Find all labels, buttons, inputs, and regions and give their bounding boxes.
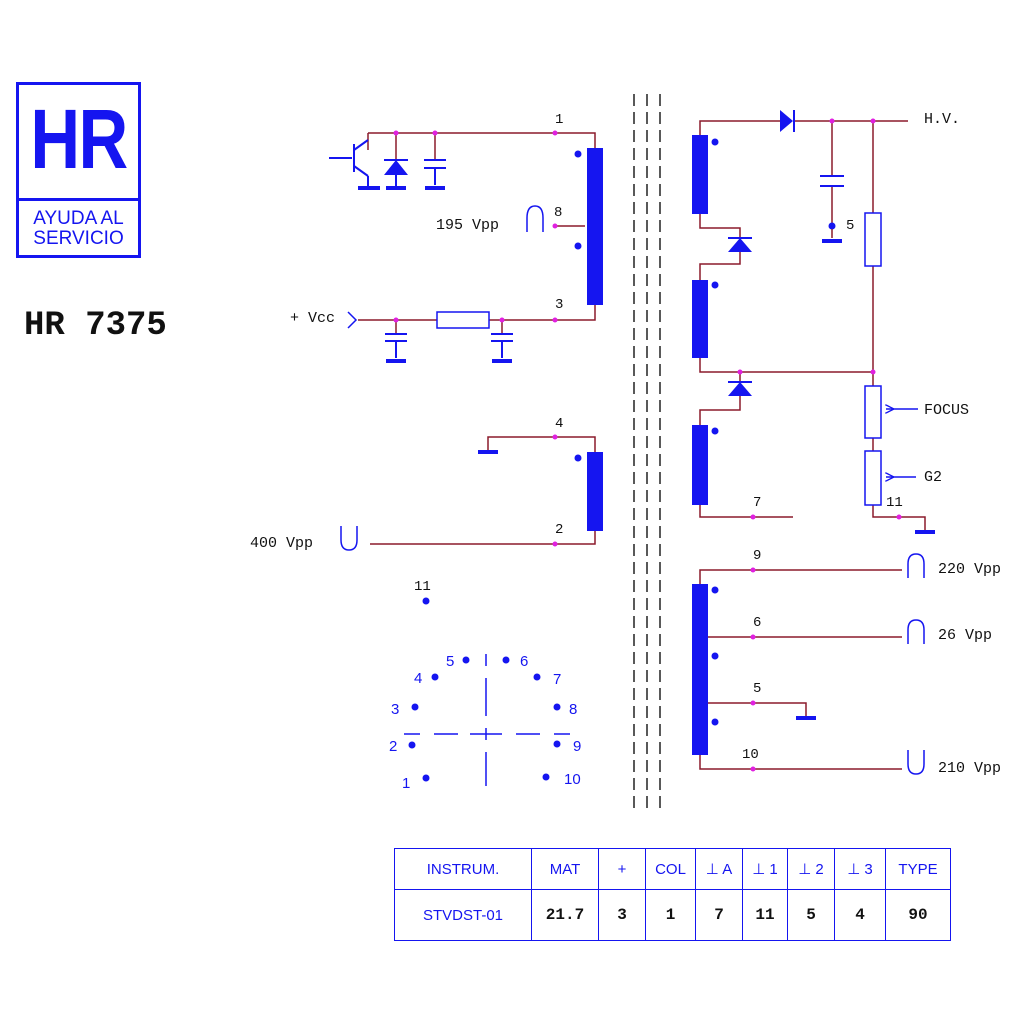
base-pin-label: 3 [391,701,399,718]
pin5-hv-dot [828,222,836,230]
transformer-core [633,94,661,812]
logo-letters: HR [30,92,128,186]
ground-bars [478,450,935,720]
base-pin-label: 8 [569,701,577,718]
value-type: 90 [885,889,951,941]
model-title: HR 7375 [24,307,167,345]
vcc-label: + Vcc [290,310,335,327]
pin-6-label: 6 [753,615,761,631]
base-pin-label: 2 [389,738,397,755]
value-col: 1 [645,889,696,941]
pulse-26-label: 26 Vpp [938,627,992,644]
pin-1-label: 1 [555,112,563,128]
header-plus: + [598,848,646,890]
switching-transistor [329,139,380,190]
spec-table-header-row: INSTRUM. MAT + COL ⊥ A ⊥ 1 ⊥ 2 ⊥ 3 TYPE [394,848,951,890]
resistors [436,212,882,506]
spec-table: INSTRUM. MAT + COL ⊥ A ⊥ 1 ⊥ 2 ⊥ 3 TYPE … [394,848,951,941]
value-mat: 21.7 [531,889,599,941]
header-instrum: INSTRUM. [394,848,532,890]
pin-8-label: 8 [554,205,562,221]
logo-caption-line1: AYUDA AL [33,208,124,229]
polarity-dots [574,138,719,726]
value-ground-1: 11 [742,889,788,941]
capacitors [385,159,844,363]
pin-9-label: 9 [753,548,761,564]
base-pin-label: 9 [573,738,581,755]
pin-2-label: 2 [555,522,563,538]
pin-11-label: 11 [886,495,903,511]
hr-logo: HR AYUDA AL SERVICIO [16,82,141,258]
base-pinout: 11 1 2 3 4 5 6 7 [389,579,581,792]
value-ground-3: 4 [834,889,886,941]
header-ground-3: ⊥ 3 [834,848,886,890]
header-col: COL [645,848,696,890]
header-mat: MAT [531,848,599,890]
windings [587,135,708,755]
focus-label: FOCUS [924,402,969,419]
vcc-arrow [347,311,358,329]
damper-diode [384,159,408,190]
pulse-400-label: 400 Vpp [250,535,313,552]
logo-caption-line2: SERVICIO [33,228,124,249]
header-ground-2: ⊥ 2 [787,848,835,890]
pin-3-label: 3 [555,297,563,313]
header-ground-1: ⊥ 1 [742,848,788,890]
logo-caption: AYUDA AL SERVICIO [19,209,138,249]
base-pin-label: 7 [553,671,561,688]
pulse-220-label: 220 Vpp [938,561,1001,578]
pin-5-label: 5 [753,681,761,697]
pot-arrows [886,409,918,477]
value-ground-2: 5 [787,889,835,941]
pulse-195-label: 195 Vpp [436,217,499,234]
header-ground-a: ⊥ A [695,848,743,890]
pin-10-label: 10 [742,747,759,763]
pulse-210-label: 210 Vpp [938,760,1001,777]
spec-table-value-row: STVDST-01 21.7 3 1 7 11 5 4 90 [394,889,951,941]
value-instrum: STVDST-01 [394,889,532,941]
hv-label: H.V. [924,111,960,128]
value-ground-a: 7 [695,889,743,941]
base-pin-label: 4 [414,670,422,687]
pulse-symbols [340,205,925,775]
pin-5-hv-label: 5 [846,218,854,234]
value-plus: 3 [598,889,646,941]
header-type: TYPE [885,848,951,890]
base-pin-label: 5 [446,653,454,670]
base-pin-label: 1 [402,775,410,792]
base-pin-label: 10 [564,771,581,788]
wires [358,120,926,770]
g2-label: G2 [924,469,942,486]
hv-diodes [728,110,795,396]
base-pin-11-label: 11 [414,579,431,595]
pin-4-label: 4 [555,416,563,432]
base-pin-label: 6 [520,653,528,670]
junction-nodes [393,118,902,772]
logo-divider [19,198,138,201]
pin-7-label: 7 [753,495,761,511]
